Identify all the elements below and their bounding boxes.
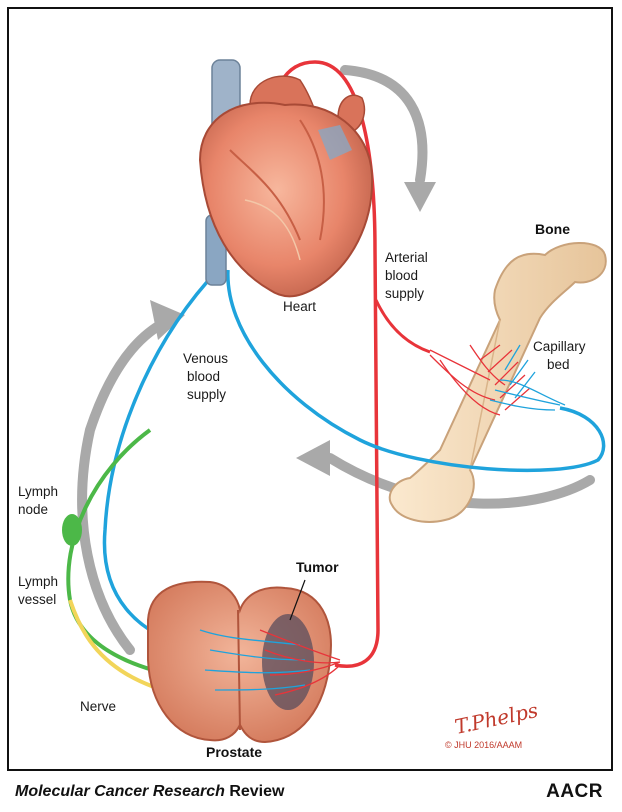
heart xyxy=(200,60,372,296)
artist-signature: T.Phelps xyxy=(453,698,541,739)
metastasis-diagram: Heart Arterial blood supply Bone Capilla… xyxy=(0,0,622,772)
tumor xyxy=(262,614,314,710)
arterial-label-line3: supply xyxy=(385,286,424,301)
lymph-vessel-label-line1: Lymph xyxy=(18,574,58,589)
arterial-label-line1: Arterial xyxy=(385,250,428,265)
lymph-node-label-line2: node xyxy=(18,502,48,517)
bone-label: Bone xyxy=(535,221,570,237)
aacr-logo: AACR xyxy=(546,781,603,803)
capillary-label-line1: Capillary xyxy=(533,339,586,354)
lymph-vessel-label-line2: vessel xyxy=(18,592,56,607)
venous-label-line1: Venous xyxy=(183,351,228,366)
venous-label-line3: supply xyxy=(187,387,226,402)
article-type: Review xyxy=(229,783,284,800)
nerve-label: Nerve xyxy=(80,699,116,714)
tumor-label: Tumor xyxy=(296,559,339,575)
arterial-label-line2: blood xyxy=(385,268,418,283)
flow-arrowhead-down xyxy=(404,182,436,212)
footer: Molecular Cancer Research Review AACR xyxy=(7,771,613,812)
journal-name: Molecular Cancer Research xyxy=(15,783,225,800)
lymph-node-label-line1: Lymph xyxy=(18,484,58,499)
venous-label-line2: blood xyxy=(187,369,220,384)
artery-to-bone xyxy=(376,300,430,352)
copyright-credit: © JHU 2016/AAAM xyxy=(445,740,522,750)
flow-arrowhead-left xyxy=(296,440,330,476)
lymph-node xyxy=(62,514,82,546)
capillary-label-line2: bed xyxy=(547,357,570,372)
heart-label: Heart xyxy=(283,299,316,314)
bone xyxy=(390,243,606,522)
prostate-label: Prostate xyxy=(206,744,262,760)
journal-citation: Molecular Cancer Research Review xyxy=(15,783,284,801)
prostate xyxy=(148,582,340,742)
